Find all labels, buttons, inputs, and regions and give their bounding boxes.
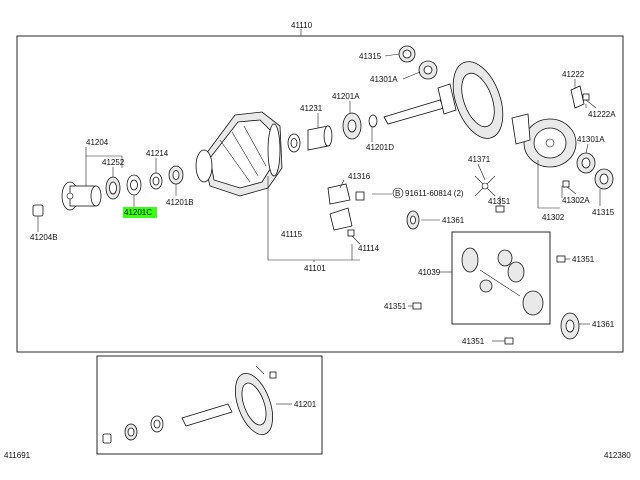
part-label-41110[interactable]: 41110 (291, 21, 313, 30)
thrust-washer-41361-top[interactable] (406, 210, 420, 230)
part-label-41214[interactable]: 41214 (146, 149, 169, 158)
part-label-41201c[interactable]: 41201C (124, 208, 152, 217)
part-label-41101[interactable]: 41101 (304, 264, 326, 273)
highlight-41201c (123, 207, 157, 218)
part-label-41222a[interactable]: 41222A (588, 110, 616, 119)
thrust-washer-41351-c[interactable] (556, 255, 566, 263)
part-label-41039[interactable]: 41039 (418, 268, 441, 277)
bolt-41222a[interactable] (582, 93, 597, 109)
part-label-41351-d[interactable]: 41351 (462, 337, 485, 346)
oil-seal-41315-right[interactable] (594, 168, 614, 190)
bearing-41201c[interactable] (126, 174, 142, 196)
spacer-41214[interactable] (149, 172, 163, 190)
bolt-41114[interactable] (347, 229, 361, 245)
subassembly-contents-41201[interactable] (102, 365, 280, 444)
thrust-washer-41351-b[interactable] (412, 302, 422, 310)
part-label-41361-bottom[interactable]: 41361 (592, 320, 615, 329)
part-label-41361-top[interactable]: 41361 (442, 216, 465, 225)
bearing-41201b[interactable] (168, 165, 184, 185)
bolt-41302a[interactable] (562, 180, 577, 195)
part-label-41351-a[interactable]: 41351 (488, 197, 511, 206)
differential-case-41302[interactable] (511, 113, 577, 168)
differential-frame-41039 (451, 231, 551, 325)
bearing-41301a-right[interactable] (576, 152, 596, 174)
part-label-41371[interactable]: 41371 (468, 155, 491, 164)
part-label-41115[interactable]: 41115 (281, 230, 303, 239)
part-label-41222[interactable]: 41222 (562, 70, 585, 79)
drive-pinion-41201[interactable] (383, 83, 457, 125)
bolt-callout-letter: B (395, 189, 400, 198)
part-label-41114[interactable]: 41114 (358, 244, 380, 253)
part-label-41201[interactable]: 41201 (294, 400, 317, 409)
bearing-41301a-top[interactable] (418, 60, 438, 80)
thrust-washer-41351-a[interactable] (495, 205, 505, 213)
collapsible-spacer-41231[interactable] (307, 125, 333, 151)
washer-41201d-small[interactable] (368, 114, 378, 128)
part-label-41351-b[interactable]: 41351 (384, 302, 407, 311)
bolt-callout-circle (392, 187, 404, 199)
companion-flange-41204[interactable] (61, 181, 102, 211)
oil-seal-41315-top[interactable] (398, 45, 416, 63)
part-label-41204[interactable]: 41204 (86, 138, 109, 147)
diagram-id-left: 411691 (4, 451, 31, 460)
thrust-washer-41351-d[interactable] (504, 337, 514, 345)
ring-gear-41201[interactable] (444, 55, 513, 145)
bearing-41201a[interactable] (342, 112, 362, 140)
carrier-housing[interactable] (195, 111, 283, 197)
part-label-41201d[interactable]: 41201D (366, 143, 394, 152)
part-label-41301a-top[interactable]: 41301A (370, 75, 398, 84)
part-label-41302a[interactable]: 41302A (562, 196, 590, 205)
part-label-41252[interactable]: 41252 (102, 158, 125, 167)
subassembly-frame-41201 (96, 355, 323, 455)
part-label-41201b[interactable]: 41201B (166, 198, 194, 207)
assembly-frame (16, 35, 624, 353)
part-label-41316[interactable]: 41316 (348, 172, 371, 181)
part-label-41201a[interactable]: 41201A (332, 92, 360, 101)
part-label-41301a-right[interactable]: 41301A (577, 135, 605, 144)
thrust-washer-41361-bottom[interactable] (560, 312, 580, 340)
part-label-bolt-91611-60814[interactable]: 91611-60814 (2) (405, 189, 464, 198)
spider-41371[interactable] (474, 175, 496, 197)
part-label-41302[interactable]: 41302 (542, 213, 565, 222)
nut-41204b[interactable] (32, 204, 44, 217)
part-label-41204b[interactable]: 41204B (30, 233, 58, 242)
bearing-cap-41316[interactable] (327, 183, 365, 231)
adjusting-plate-41222[interactable] (570, 85, 585, 109)
oil-seal-41252[interactable] (105, 176, 121, 200)
part-label-41315-top[interactable]: 41315 (359, 52, 382, 61)
differential-gears-41039[interactable] (461, 247, 544, 316)
part-label-41315-right[interactable]: 41315 (592, 208, 615, 217)
part-label-41351-c[interactable]: 41351 (572, 255, 595, 264)
part-label-41231[interactable]: 41231 (300, 104, 323, 113)
bearing-race-41201d[interactable] (287, 133, 301, 153)
diagram-id-right: 412380 (604, 451, 631, 460)
